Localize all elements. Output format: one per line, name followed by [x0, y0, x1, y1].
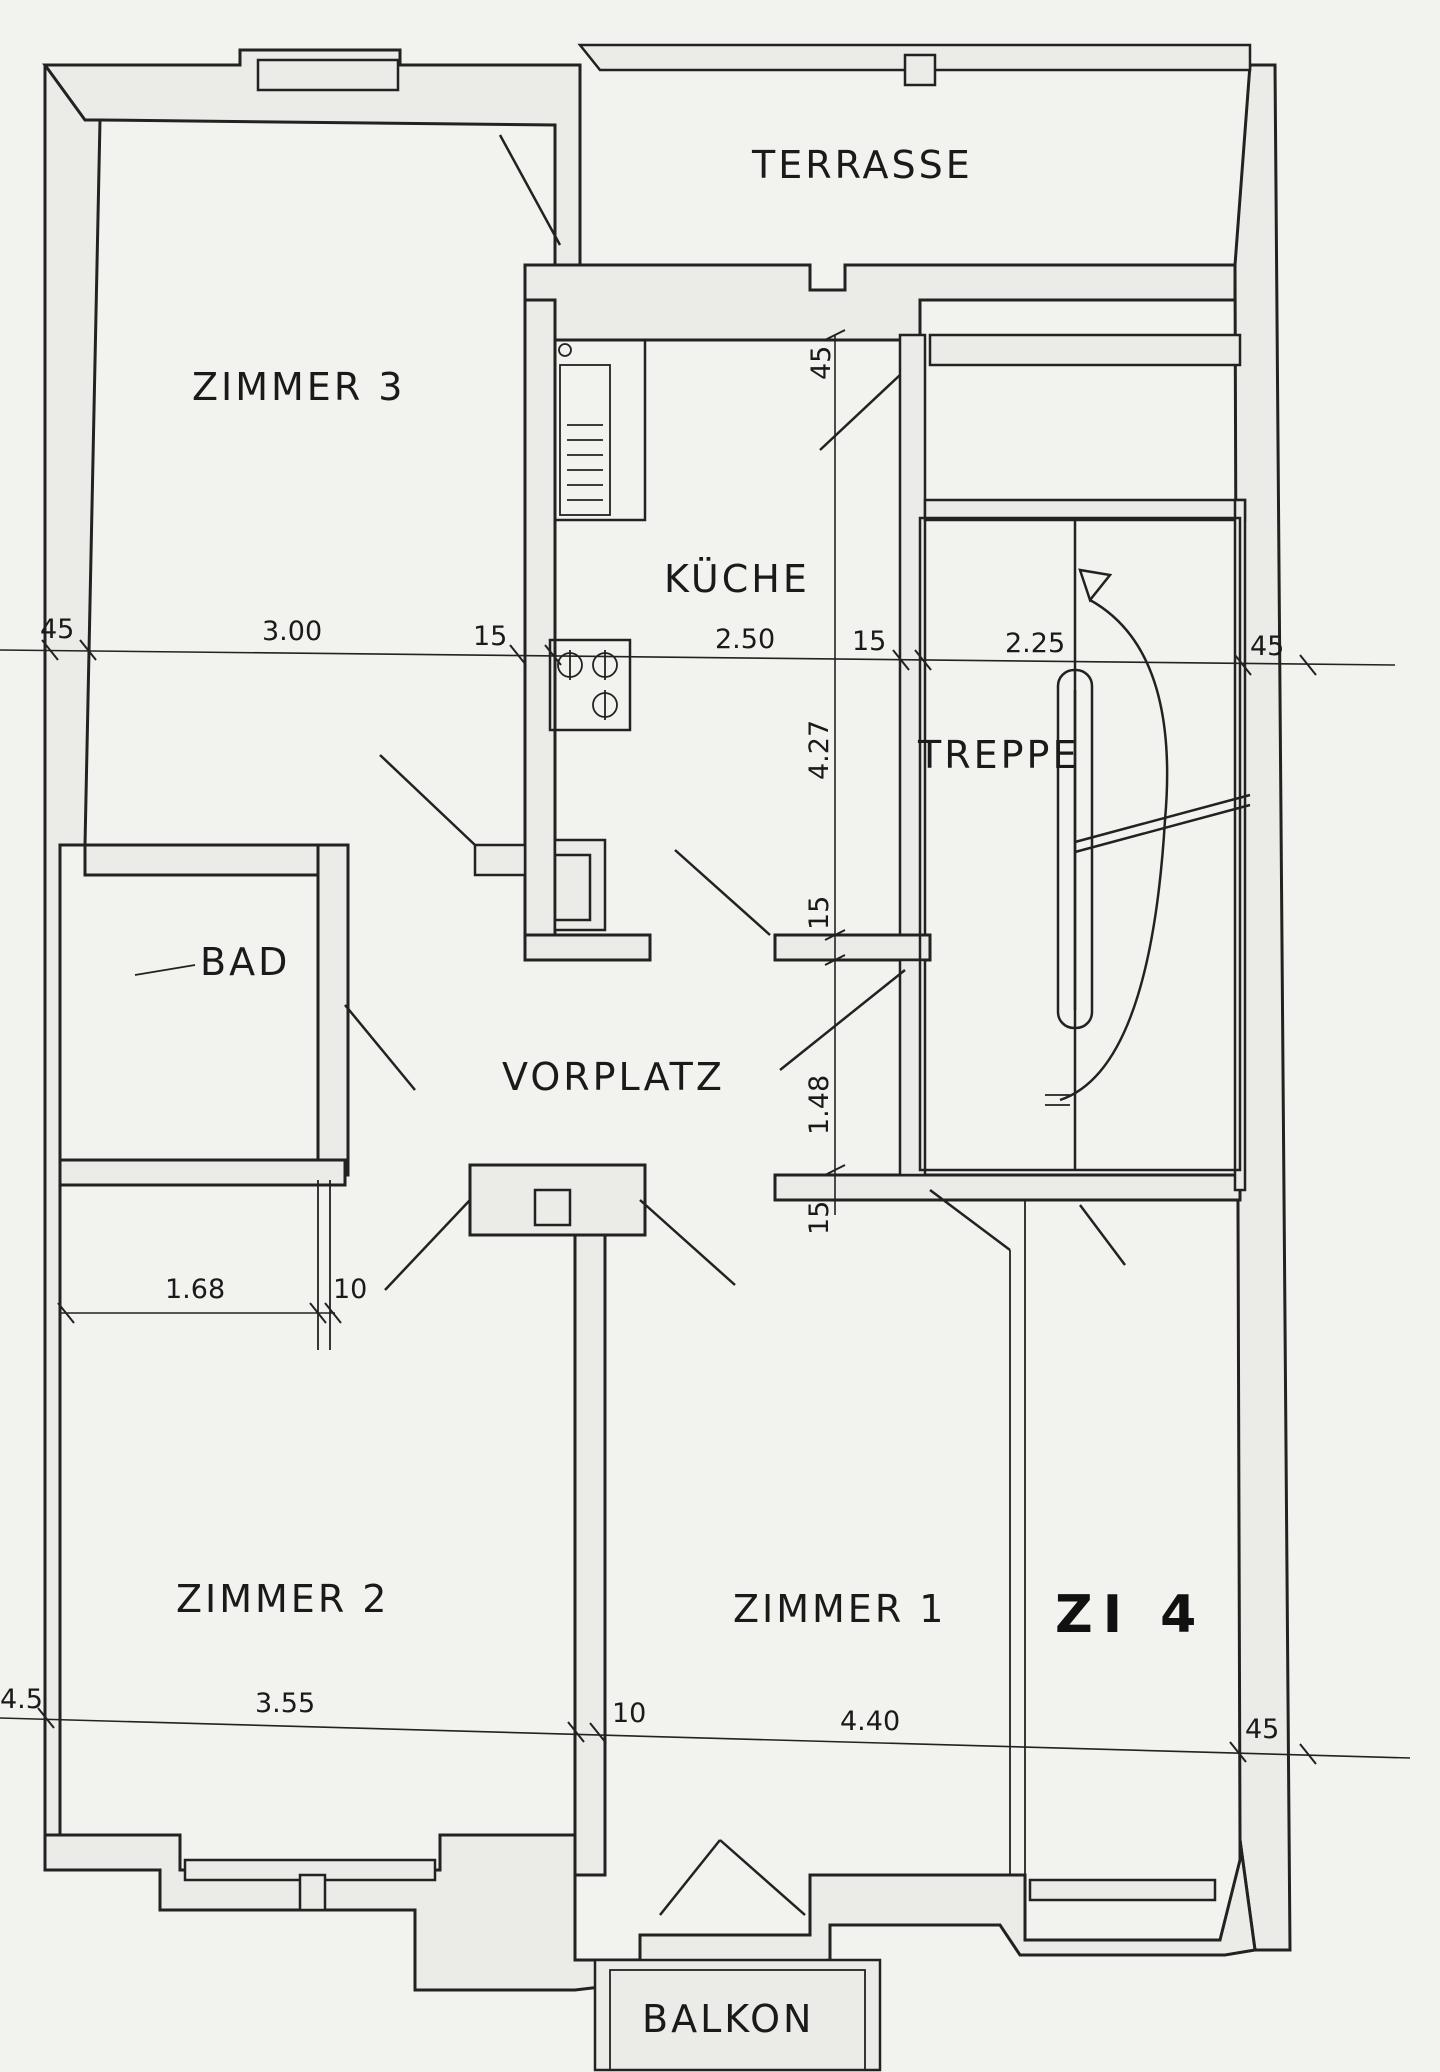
- dim-top-6: 45: [1250, 631, 1284, 662]
- room-label-zimmer2: ZIMMER 2: [176, 1577, 389, 1621]
- outer-walls: [42, 43, 1292, 1992]
- dim-wall-15-a: 15: [804, 896, 835, 930]
- dim-top-5: 2.25: [1005, 628, 1065, 659]
- kitchen-fixtures: [548, 338, 647, 922]
- dim-top-0: 45: [40, 614, 74, 645]
- door-swings: [344, 134, 1126, 1916]
- room-label-treppe: TREPPE: [917, 733, 1079, 777]
- balkon-outline: [593, 1958, 882, 2072]
- room-label-zimmer3: ZIMMER 3: [192, 365, 405, 409]
- dim-kitchen-wall-top: 45: [806, 346, 837, 380]
- room-label-bad: BAD: [200, 940, 290, 984]
- dim-bottom-3: 4.40: [840, 1706, 900, 1737]
- room-label-balkon: BALKON: [642, 1997, 814, 2041]
- dimension-lines: [0, 329, 1411, 1765]
- dim-bottom-2: 10: [612, 1698, 646, 1729]
- dim-bottom-1: 3.55: [255, 1688, 315, 1719]
- dim-bottom-0: 4.5: [0, 1684, 43, 1715]
- room-label-vorplatz: VORPLATZ: [502, 1055, 725, 1099]
- dim-wall-15-b: 15: [804, 1201, 835, 1235]
- room-label-terrasse: TERRASSE: [751, 143, 973, 187]
- room-label-kueche: KÜCHE: [664, 557, 810, 601]
- dim-bad-width: 1.68: [165, 1274, 225, 1305]
- stair-outline: [918, 516, 1251, 1172]
- dim-top-3: 2.50: [715, 624, 775, 655]
- sink-lines: [567, 424, 603, 501]
- bad-leader-line: [134, 964, 196, 976]
- dim-top-4: 15: [852, 626, 886, 657]
- dim-vorplatz-height: 1.48: [804, 1075, 835, 1135]
- room-label-zi4: ZI 4: [1055, 1585, 1206, 1645]
- dim-top-2: 15: [473, 621, 507, 652]
- dim-bottom-4: 45: [1245, 1714, 1279, 1745]
- dim-kitchen-height: 4.27: [804, 720, 835, 780]
- room-label-zimmer1: ZIMMER 1: [733, 1587, 946, 1631]
- dim-bad-wall: 10: [333, 1274, 367, 1305]
- dim-top-1: 3.00: [262, 616, 322, 647]
